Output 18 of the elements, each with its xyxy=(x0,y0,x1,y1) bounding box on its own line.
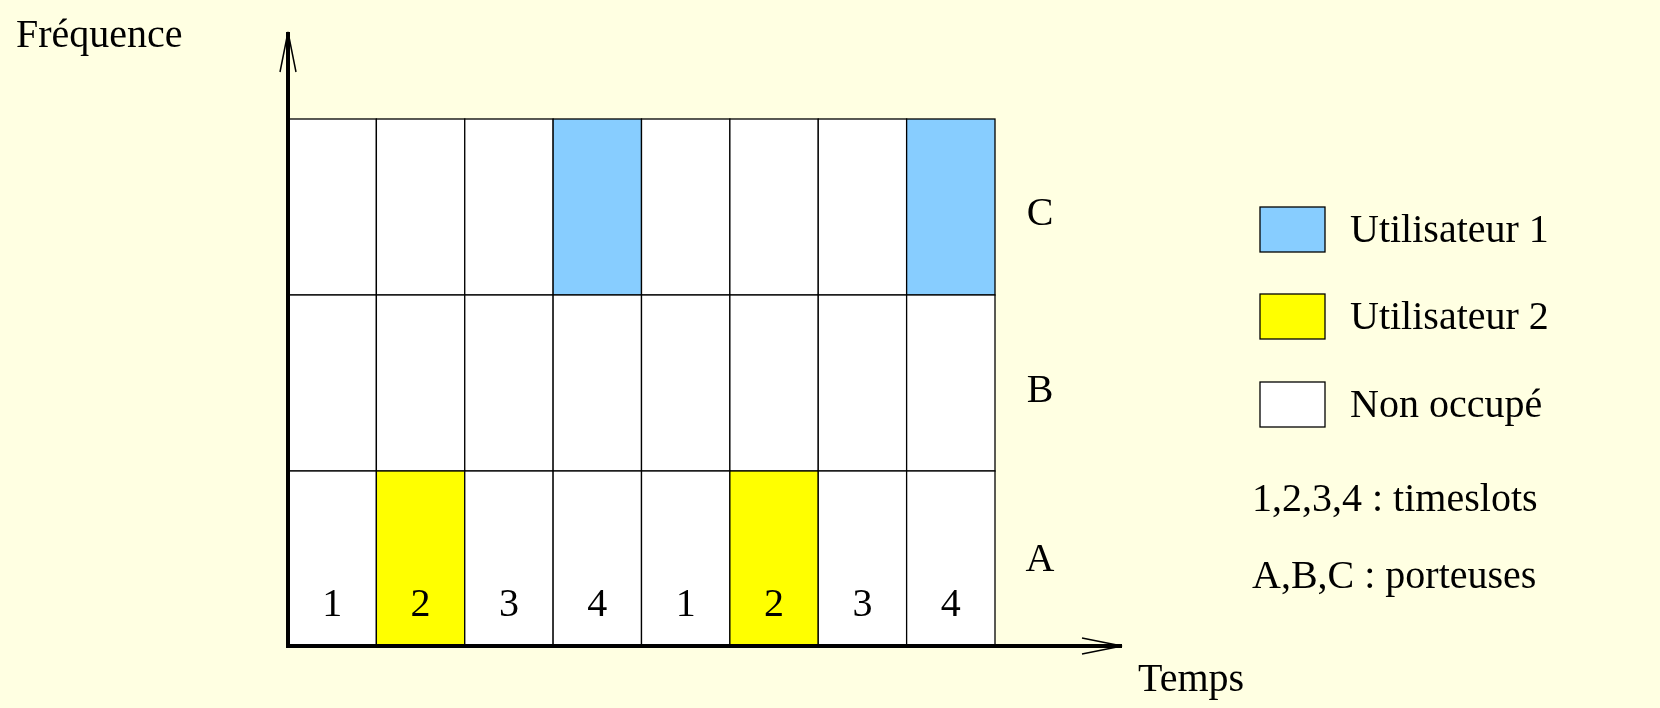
timeslot-number: 3 xyxy=(498,580,519,626)
timeslot-number: 1 xyxy=(322,580,343,626)
timeslot-number: 1 xyxy=(675,580,696,626)
timeslot-number: 4 xyxy=(587,580,608,626)
carrier-label: C xyxy=(1026,189,1054,235)
note: A,B,C : porteuses xyxy=(1252,552,1537,598)
timeslot-number: 4 xyxy=(940,580,961,626)
legend-label: Utilisateur 1 xyxy=(1350,206,1549,252)
legend-label: Non occupé xyxy=(1350,381,1543,427)
axis-title: Fréquence xyxy=(16,11,183,57)
legend-label: Utilisateur 2 xyxy=(1350,293,1549,339)
timeslot-number: 2 xyxy=(410,580,431,626)
timeslot-number: 3 xyxy=(852,580,873,626)
carrier-label: B xyxy=(1026,366,1054,412)
axis-title: Temps xyxy=(1138,655,1245,701)
carrier-label: A xyxy=(1025,535,1055,581)
timeslot-number: 2 xyxy=(764,580,785,626)
note: 1,2,3,4 : timeslots xyxy=(1252,475,1538,521)
